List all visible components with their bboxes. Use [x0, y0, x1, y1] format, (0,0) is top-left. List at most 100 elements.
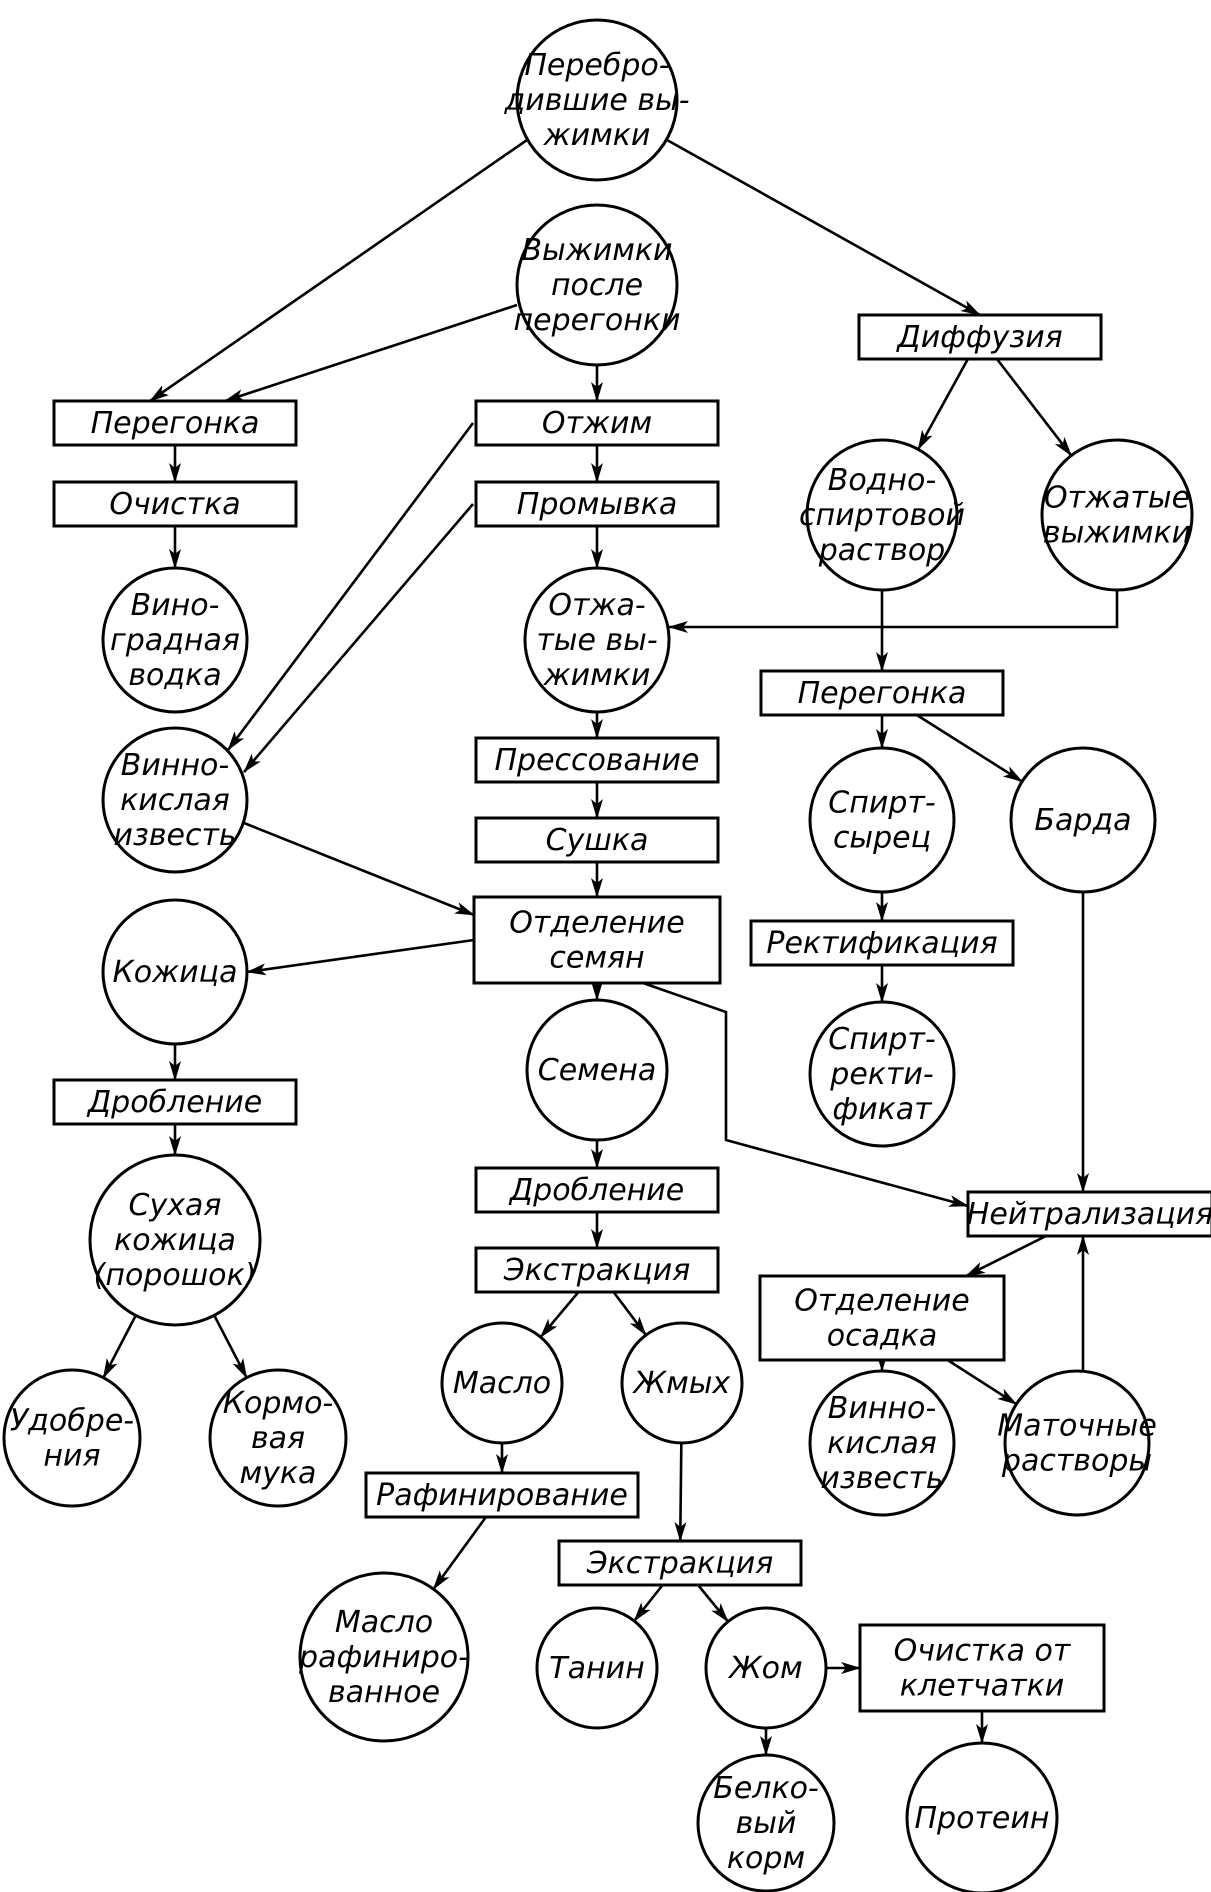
node-circle — [101, 726, 249, 874]
edge-suhaya-to-kormovaya — [213, 1314, 248, 1379]
node-label: Перегонка — [798, 676, 967, 711]
node-label: вый — [736, 1806, 797, 1841]
node-label: жимки — [543, 658, 651, 693]
edge-otzhim-to-vinnokisl1 — [226, 422, 475, 751]
node-label: ректи- — [829, 1057, 933, 1092]
node-label: дившие вы- — [503, 83, 689, 118]
node-box — [364, 1471, 640, 1519]
node-kozhica: Кожица — [101, 898, 249, 1046]
node-circle — [515, 18, 679, 182]
node-circle — [808, 1000, 956, 1148]
node-circle — [1040, 438, 1194, 592]
node-label: известь — [820, 1461, 943, 1496]
node-circle — [535, 1606, 659, 1730]
node-label: известь — [113, 818, 236, 853]
edge-ekstrakciya1-to-maslo — [539, 1291, 580, 1338]
node-peregonka1: Перегонка — [52, 399, 298, 447]
node-diffuziya: Диффузия — [857, 313, 1103, 361]
edge-otzhatye_r-to-otzhatye_c — [668, 590, 1119, 633]
node-circle — [101, 566, 249, 714]
node-label: корм — [727, 1841, 805, 1876]
node-label: Семена — [538, 1053, 657, 1088]
node-label: спиртовой — [799, 498, 965, 533]
node-circle — [88, 1153, 262, 1327]
node-perebrod: Перебро-дившие вы-жимки — [503, 18, 690, 182]
edge-otdel_osadka-to-matochnye — [946, 1358, 1018, 1406]
node-box — [474, 480, 720, 528]
node-label: кожица — [114, 1223, 236, 1258]
node-circle — [525, 998, 669, 1142]
node-box — [474, 399, 720, 447]
node-label: перегонки — [514, 303, 681, 338]
node-label: осадка — [827, 1319, 937, 1354]
node-circle — [620, 1321, 744, 1445]
node-label: Очистка — [109, 487, 240, 522]
edge-otdel_semyan-to-neitralizaciya — [642, 981, 969, 1208]
edge-neitralizaciya-to-otdel_osadka — [965, 1234, 1047, 1278]
node-box — [52, 399, 298, 447]
node-label: Рафинирование — [376, 1478, 628, 1513]
node-label: (порошок) — [94, 1258, 257, 1293]
node-label: семян — [549, 941, 644, 976]
node-spirt-rekt: Спирт-ректи-фикат — [808, 1000, 956, 1148]
node-barda: Барда — [1009, 746, 1157, 894]
node-box — [758, 1274, 1006, 1362]
node-label: фикат — [832, 1092, 933, 1127]
node-box — [759, 669, 1005, 717]
node-box — [857, 313, 1103, 361]
node-label: Отжатые — [1044, 481, 1190, 516]
node-label: Белко- — [713, 1771, 819, 1806]
node-label: Спирт- — [828, 786, 935, 821]
node-promyvka: Промывка — [474, 480, 720, 528]
node-label: Перебро- — [524, 48, 669, 83]
node-label: кислая — [827, 1426, 937, 1461]
node-box — [474, 1246, 720, 1294]
node-label: рафиниро- — [298, 1640, 469, 1675]
node-circle — [905, 1741, 1059, 1892]
edge-diffuziya-to-otzhatye_r — [995, 358, 1073, 457]
node-label: Кормо- — [223, 1386, 334, 1421]
edge-ekstrakciya2-to-zhom — [697, 1584, 729, 1623]
node-label: Винно- — [121, 748, 230, 783]
node-box — [474, 736, 720, 784]
node-box — [557, 1539, 803, 1587]
node-circle — [808, 1369, 956, 1517]
node-box — [749, 919, 1015, 967]
node-label: Промывка — [517, 487, 677, 522]
edge-suhaya-to-udobreniya — [102, 1314, 137, 1379]
node-label: Отделение — [509, 906, 685, 941]
node-droblenie1: Дробление — [52, 1078, 298, 1126]
edge-vinnokisl1-to-otdel_semyan — [243, 821, 475, 917]
node-circle — [704, 1606, 828, 1730]
node-label: Ректификация — [766, 926, 997, 961]
node-label: раствор — [818, 533, 945, 568]
edge-perebrod-to-diffuziya — [666, 138, 981, 317]
nodes: Перебро-дившие вы-жимкиВыжимкипослеперег… — [2, 18, 1211, 1892]
node-label: Диффузия — [895, 320, 1062, 355]
node-box — [474, 816, 720, 864]
node-circle — [440, 1321, 564, 1445]
node-circle — [805, 438, 959, 592]
node-label: водка — [128, 658, 221, 693]
node-label: Сушка — [546, 823, 649, 858]
node-udobreniya: Удобре-ния — [2, 1368, 142, 1508]
node-label: Очистка от — [894, 1634, 1072, 1669]
node-circle — [2, 1368, 142, 1508]
node-peregonka2: Перегонка — [759, 669, 1005, 717]
node-label: Маточные — [997, 1409, 1157, 1444]
node-label: градная — [110, 623, 240, 658]
node-box — [858, 1623, 1106, 1713]
node-label: Отделение — [794, 1284, 970, 1319]
edge-vyzh_posle-to-peregonka1 — [224, 303, 518, 403]
node-circle — [101, 898, 249, 1046]
node-box — [474, 1166, 720, 1214]
